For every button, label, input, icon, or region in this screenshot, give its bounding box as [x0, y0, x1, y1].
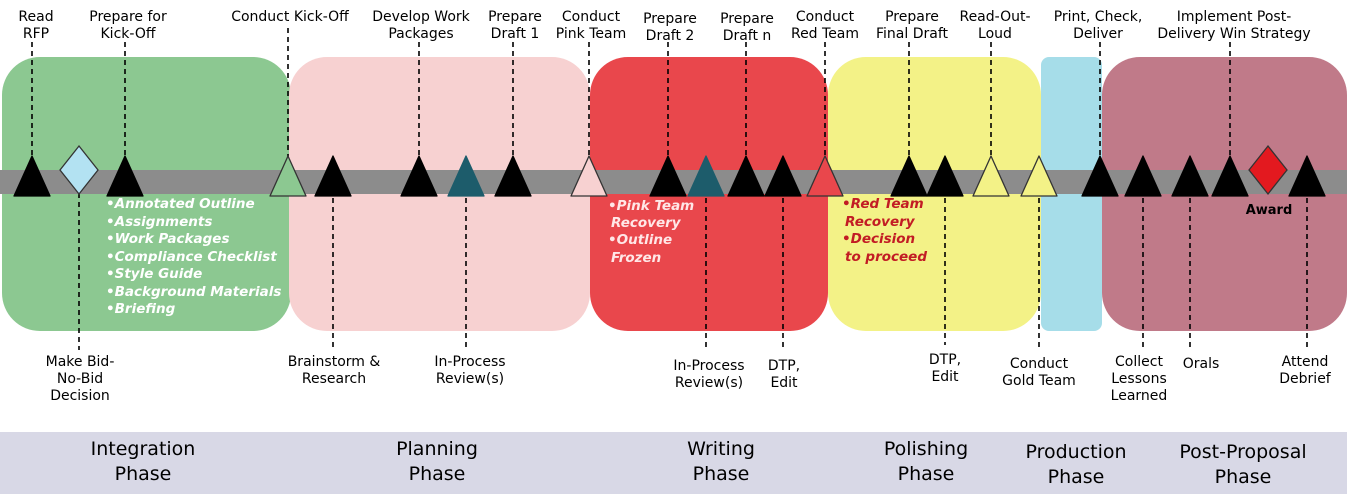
phase-name-bar — [0, 432, 1347, 494]
integration-item: •Style Guide — [106, 266, 202, 282]
draft2-milestone-icon — [649, 155, 687, 197]
top-label: Print, Check,Deliver — [1054, 9, 1143, 42]
in-process-review-milestone-icon — [687, 155, 725, 197]
leader-lines — [31, 28, 1308, 350]
orals-milestone-icon — [1171, 155, 1209, 197]
kickoff-prep-milestone-icon — [106, 155, 144, 197]
work-packages-milestone-icon — [400, 155, 438, 197]
lessons-learned-milestone-icon — [1124, 155, 1162, 197]
bid-no-bid-diamond-icon — [59, 144, 99, 196]
top-label: Conduct Kick-Off — [231, 9, 349, 25]
integration-item: •Assignments — [106, 214, 212, 230]
debrief-milestone-icon — [1288, 155, 1326, 197]
deliver-milestone-icon — [1081, 155, 1119, 197]
integration-item: •Background Materials — [106, 284, 281, 300]
brainstorm-milestone-icon — [314, 155, 352, 197]
top-label: Read-Out-Loud — [959, 9, 1030, 42]
integration-item: •Compliance Checklist — [106, 249, 277, 265]
bottom-label: DTP,Edit — [768, 358, 800, 391]
pink-team-milestone-icon — [570, 155, 608, 197]
integration-item: •Work Packages — [106, 231, 229, 247]
award-diamond-icon — [1248, 144, 1288, 196]
top-label: Implement Post-Delivery Win Strategy — [1157, 9, 1310, 42]
bottom-label: DTP,Edit — [929, 352, 961, 385]
draft1-milestone-icon — [494, 155, 532, 197]
pink-team-recovery-list: •Pink Team Recovery •Outline Frozen — [608, 198, 694, 266]
red-team-milestone-icon — [806, 155, 844, 197]
gold-team-milestone-icon — [1020, 155, 1058, 197]
dtp-edit-milestone-icon — [764, 155, 802, 197]
read-out-loud-milestone-icon — [972, 155, 1010, 197]
in-process-review-milestone-icon — [447, 155, 485, 197]
bottom-label: Brainstorm &Research — [288, 354, 381, 387]
read-rfp-milestone-icon — [13, 155, 51, 197]
award-label: Award — [1246, 203, 1293, 218]
kickoff-milestone-icon — [269, 155, 307, 197]
red-recovery-item: •Decision — [842, 231, 915, 247]
integration-deliverables-list: •Annotated Outline •Assignments •Work Pa… — [106, 196, 281, 317]
pink-recovery-item: •Pink Team — [608, 198, 694, 214]
bottom-label: Orals — [1183, 356, 1220, 372]
red-recovery-item: to proceed — [845, 249, 927, 265]
pink-recovery-item: Recovery — [611, 215, 682, 231]
milestones — [13, 155, 1326, 197]
integration-item: •Annotated Outline — [106, 196, 255, 212]
red-recovery-item: Recovery — [845, 214, 916, 230]
red-recovery-item: •Red Team — [842, 196, 924, 212]
final-draft-milestone-icon — [890, 155, 928, 197]
draft-n-milestone-icon — [727, 155, 765, 197]
win-strategy-milestone-icon — [1211, 155, 1249, 197]
pink-recovery-item: Frozen — [611, 250, 661, 266]
red-team-recovery-list: •Red Team Recovery •Decision to proceed — [842, 196, 927, 265]
pink-recovery-item: •Outline — [608, 232, 672, 248]
integration-item: •Briefing — [106, 301, 176, 317]
dtp-edit-milestone-icon — [926, 155, 964, 197]
